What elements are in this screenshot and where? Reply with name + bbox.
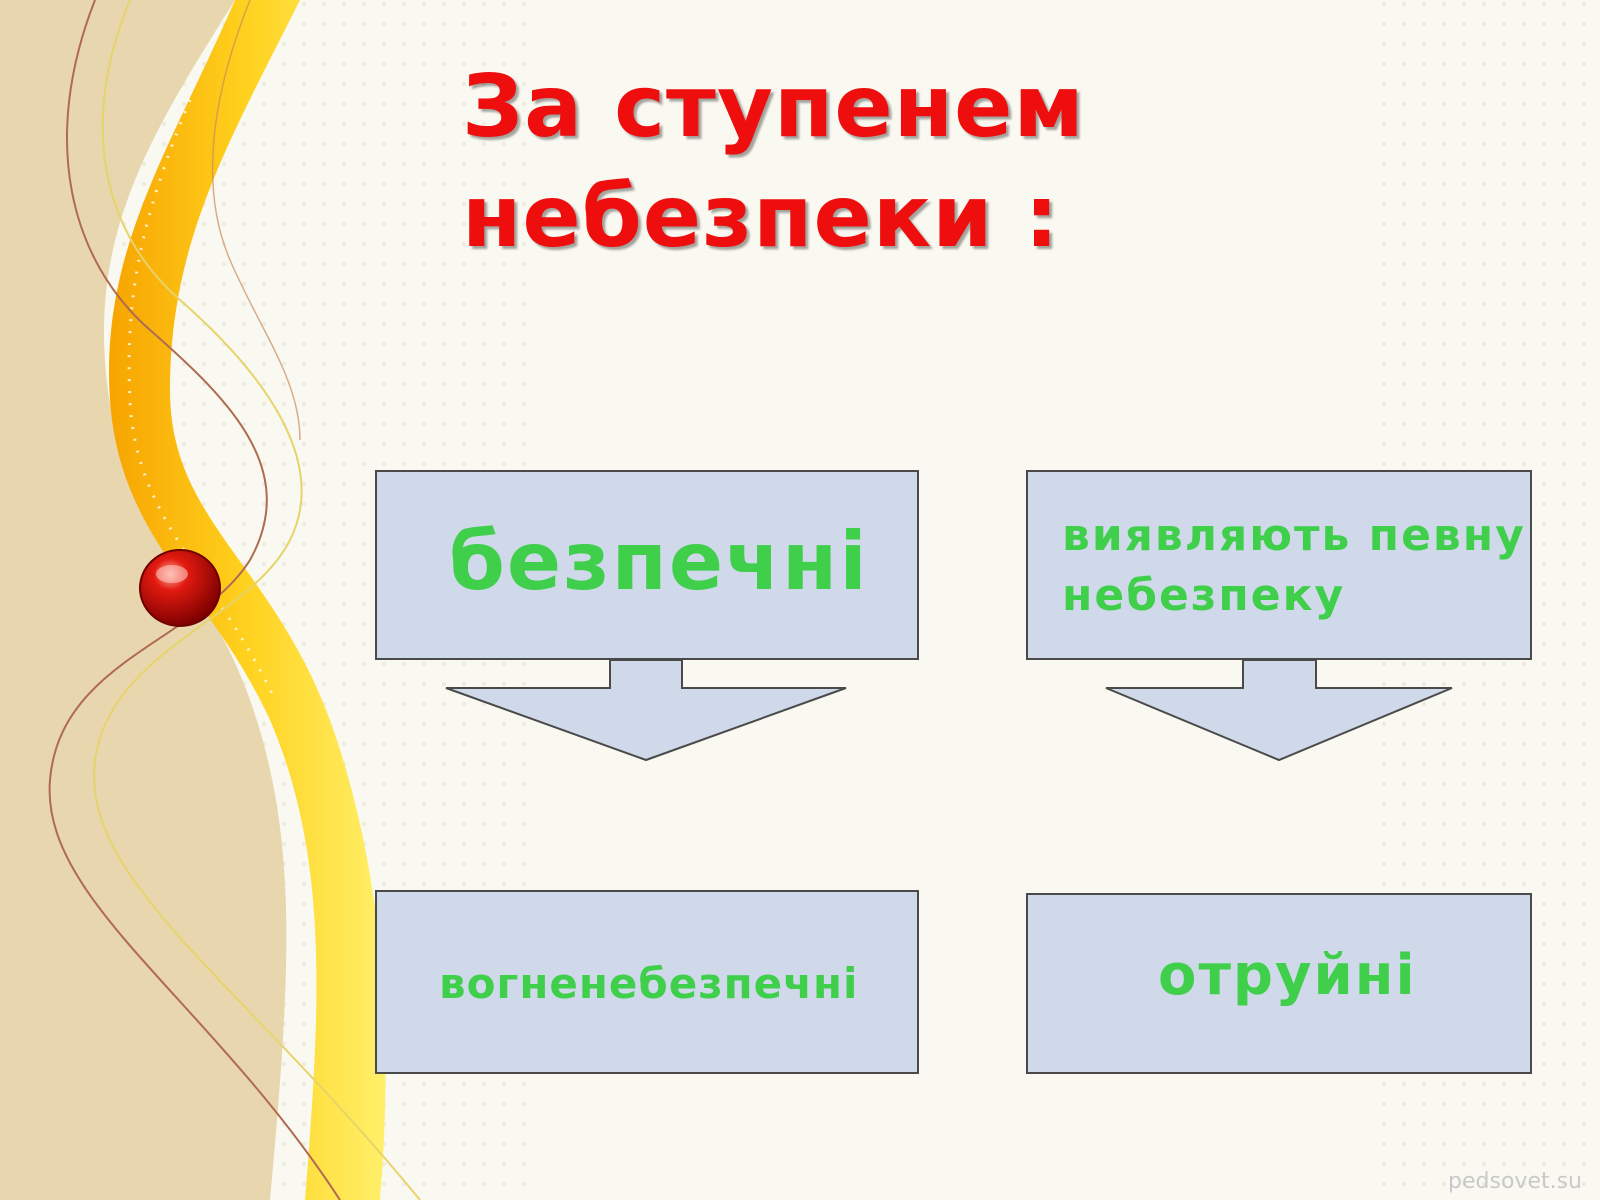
yellow-ribbon: [109, 0, 386, 1200]
down-arrow-right: [1105, 659, 1453, 762]
box-flammable: вогненебезпечні: [375, 890, 919, 1074]
curve-line-1: [48, 0, 341, 1200]
box-toxic: отруйні: [1026, 893, 1532, 1074]
box-dangerous: виявляють певну небезпеку: [1026, 470, 1532, 660]
slide-title: За ступенем небезпеки :: [462, 52, 1085, 272]
box-dangerous-label: виявляють певну небезпеку: [1062, 510, 1526, 621]
watermark: pedsovet.su: [1448, 1169, 1582, 1194]
title-line-1: За ступенем: [462, 57, 1085, 157]
box-safe: безпечні: [375, 470, 919, 660]
box-toxic-label: отруйні: [1158, 943, 1417, 1008]
red-ball-icon: [139, 549, 221, 627]
box-safe-label: безпечні: [449, 515, 869, 608]
down-arrow-left: [445, 659, 847, 762]
curve-line-2: [93, 0, 421, 1200]
box-flammable-label: вогненебезпечні: [439, 959, 859, 1008]
title-line-2: небезпеки :: [462, 167, 1060, 267]
